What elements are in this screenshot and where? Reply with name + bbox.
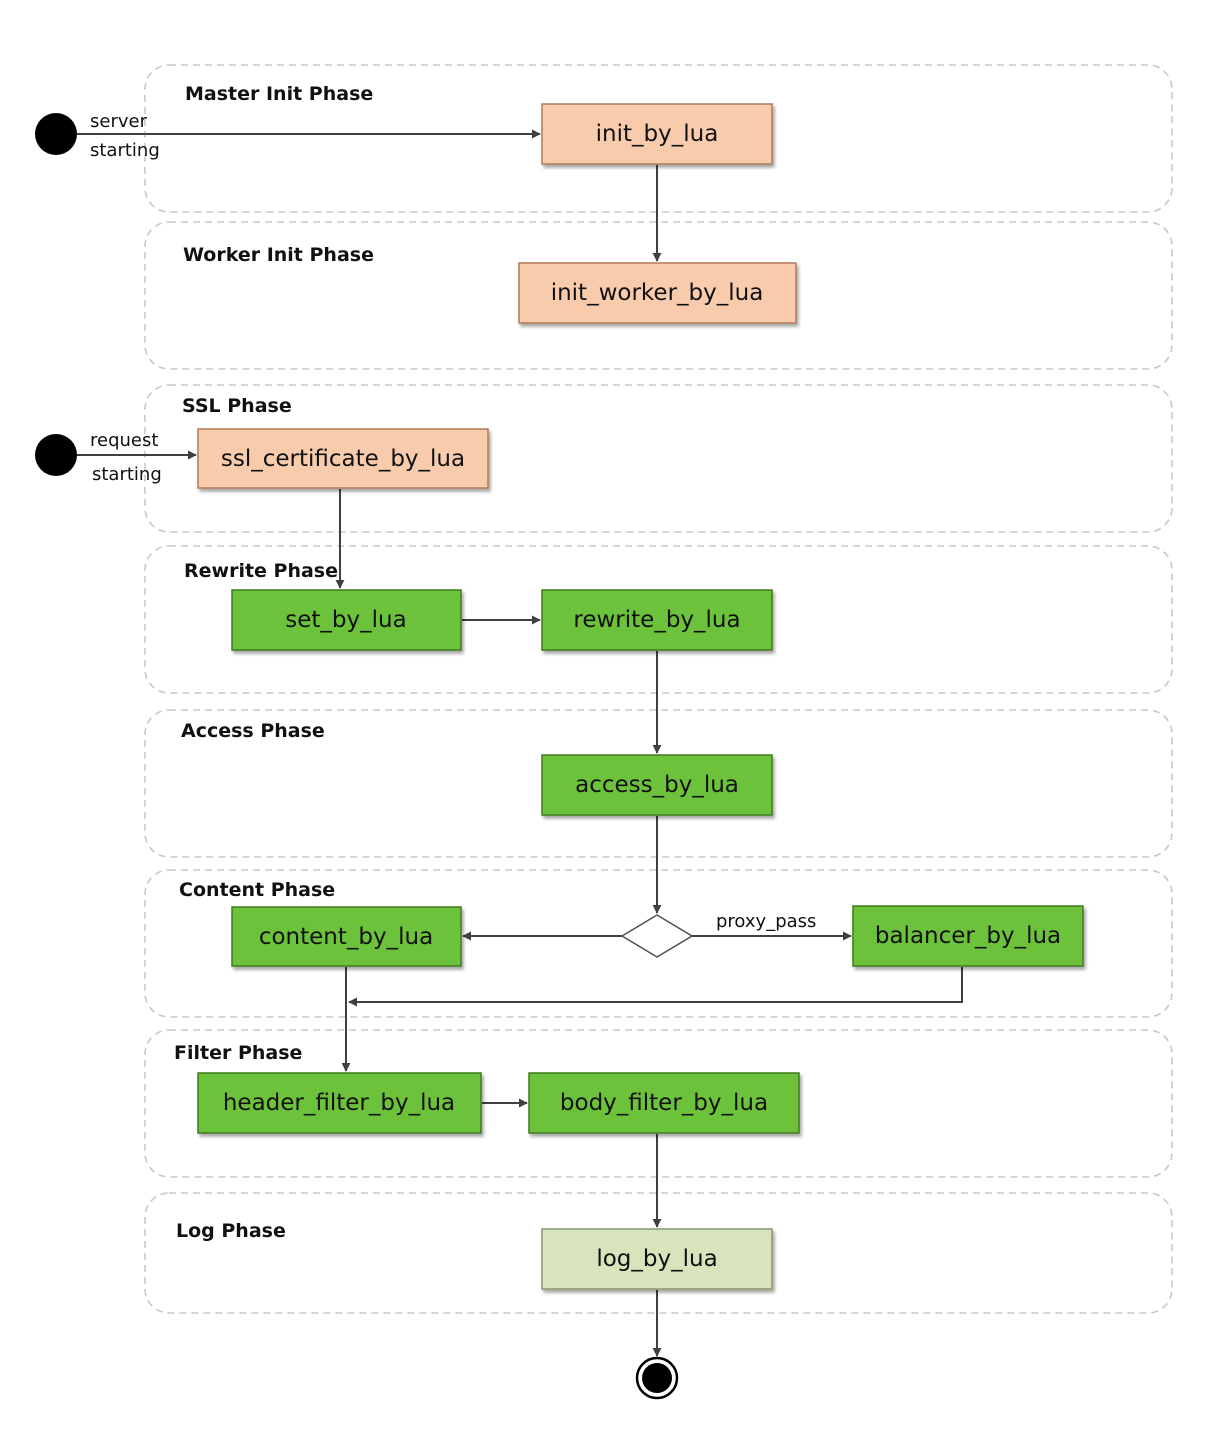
node-init-worker-by-lua-box — [518, 262, 797, 324]
node-init-worker-by-lua: init_worker_by_lua — [518, 262, 797, 324]
node-init-worker-by-lua-label: init_worker_by_lua — [551, 280, 764, 306]
node-balancer-by-lua: balancer_by_lua — [852, 905, 1084, 967]
node-header-filter-by-lua: header_filter_by_lua — [197, 1072, 482, 1134]
node-access-by-lua: access_by_lua — [541, 754, 773, 816]
node-rewrite-by-lua-label: rewrite_by_lua — [573, 607, 740, 633]
edge-balancer-return — [348, 967, 963, 1007]
proxy-pass-label: proxy_pass — [716, 911, 816, 932]
node-body-filter-by-lua: body_filter_by_lua — [528, 1072, 800, 1134]
node-header-filter-by-lua-box — [197, 1072, 482, 1134]
node-body-filter-by-lua-label: body_filter_by_lua — [560, 1090, 768, 1116]
request-label-line1: request — [90, 430, 158, 451]
node-content-by-lua-box — [231, 906, 462, 967]
phase-rewrite-title: Rewrite Phase — [184, 560, 338, 582]
phase-master-init-title: Master Init Phase — [185, 83, 373, 105]
end-node — [635, 1356, 679, 1400]
node-ssl-certificate-by-lua-box — [197, 428, 489, 489]
proxy-decision-diamond — [620, 914, 694, 958]
phase-log-title: Log Phase — [176, 1220, 286, 1242]
node-rewrite-by-lua-box — [541, 589, 773, 651]
node-init-by-lua-box — [541, 103, 773, 165]
node-content-by-lua: content_by_lua — [231, 906, 462, 967]
phase-filter-title: Filter Phase — [174, 1042, 302, 1064]
phase-ssl-title: SSL Phase — [182, 395, 292, 417]
node-log-by-lua: log_by_lua — [541, 1228, 773, 1290]
node-log-by-lua-box — [541, 1228, 773, 1290]
node-balancer-by-lua-box — [852, 905, 1084, 967]
node-access-by-lua-box — [541, 754, 773, 816]
phase-ssl-box — [144, 384, 1173, 533]
node-content-by-lua-label: content_by_lua — [259, 924, 433, 950]
request-start-node — [35, 434, 77, 476]
node-set-by-lua-label: set_by_lua — [285, 607, 406, 633]
phase-ssl: SSL Phase — [144, 384, 1173, 533]
node-header-filter-by-lua-label: header_filter_by_lua — [223, 1090, 455, 1116]
node-rewrite-by-lua: rewrite_by_lua — [541, 589, 773, 651]
node-balancer-by-lua-label: balancer_by_lua — [875, 923, 1061, 949]
node-init-by-lua: init_by_lua — [541, 103, 773, 165]
node-set-by-lua: set_by_lua — [231, 589, 462, 651]
node-log-by-lua-label: log_by_lua — [596, 1246, 717, 1272]
node-body-filter-by-lua-box — [528, 1072, 800, 1134]
node-access-by-lua-label: access_by_lua — [575, 772, 739, 798]
edges — [56, 129, 963, 1357]
node-set-by-lua-box — [231, 589, 462, 651]
server-label-line1: server — [90, 111, 148, 132]
phase-access-title: Access Phase — [181, 720, 325, 742]
node-ssl-certificate-by-lua: ssl_certificate_by_lua — [197, 428, 489, 489]
node-init-by-lua-label: init_by_lua — [596, 121, 719, 147]
phase-content-title: Content Phase — [179, 879, 335, 901]
node-ssl-certificate-by-lua-label: ssl_certificate_by_lua — [221, 446, 465, 472]
phase-worker-init-title: Worker Init Phase — [183, 244, 374, 266]
server-start-node — [35, 113, 77, 155]
request-label-line2: starting — [92, 464, 162, 485]
server-label-line2: starting — [90, 140, 160, 161]
